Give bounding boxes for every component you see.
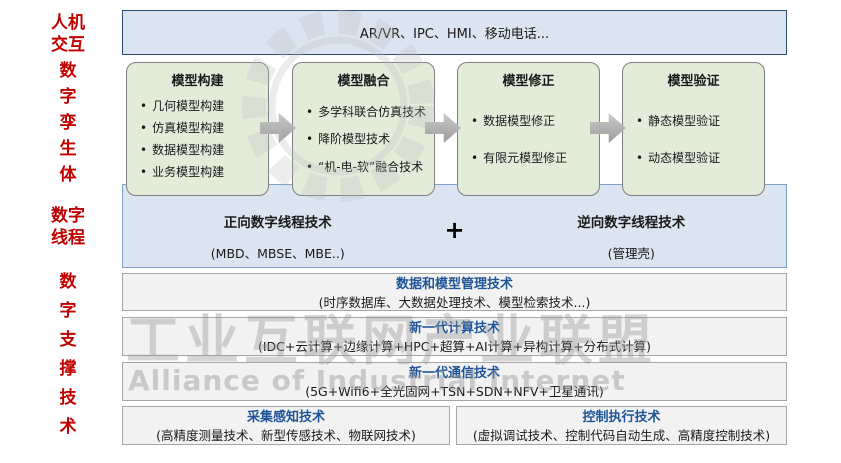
interaction-layer-bar: AR/VR、IPC、HMI、移动电话... bbox=[122, 10, 787, 55]
model-box-verification: 模型验证 静态模型验证 动态模型验证 bbox=[622, 62, 765, 196]
bar-title: 控制执行技术 bbox=[582, 410, 661, 425]
model-box-construction: 模型构建 几何模型构建 仿真模型构建 数据模型构建 业务模型构建 bbox=[126, 62, 269, 196]
bar-sub: (高精度测量技术、新型传感技术、物联网技术) bbox=[156, 428, 416, 443]
model-item-text: 几何模型构建 bbox=[152, 99, 225, 114]
reverse-thread-sub: (管理壳) bbox=[607, 246, 655, 261]
side-label-digital-thread: 数字 线程 bbox=[51, 206, 85, 248]
forward-thread-title: 正向数字线程技术 bbox=[223, 215, 332, 231]
model-item: 数据模型构建 bbox=[140, 143, 262, 157]
box-control-tech: 控制执行技术 (虚拟调试技术、控制代码自动生成、高精度控制技术) bbox=[456, 406, 787, 445]
model-item-text: 仿真模型构建 bbox=[152, 121, 225, 136]
bar-sub: (IDC+云计算+边缘计算+HPC+超算+AI计算+异构计算+分布式计算) bbox=[257, 339, 651, 354]
model-box-items: 几何模型构建 仿真模型构建 数据模型构建 业务模型构建 bbox=[132, 89, 263, 189]
bar-computing-tech: 新一代计算技术 (IDC+云计算+边缘计算+HPC+超算+AI计算+异构计算+分… bbox=[122, 317, 787, 356]
reverse-thread-column: 逆向数字线程技术 (管理壳) bbox=[477, 215, 787, 267]
model-box-title: 模型融合 bbox=[337, 74, 390, 89]
model-item-text: 有限元模型修正 bbox=[483, 150, 568, 165]
bar-sub: (时序数据库、大数据处理技术、模型检索技术...) bbox=[318, 295, 591, 310]
model-item-text: 降阶模型技术 bbox=[318, 132, 391, 147]
model-item: 多学科联合仿真技术 bbox=[306, 105, 428, 119]
plus-sign: + bbox=[444, 216, 465, 244]
bar-communication-tech: 新一代通信技术 (5G+Wifi6+全光固网+TSN+SDN+NFV+卫星通讯) bbox=[122, 362, 787, 401]
model-box-title: 模型修正 bbox=[502, 74, 555, 89]
model-item: 几何模型构建 bbox=[140, 99, 262, 113]
model-item-text: 数据模型修正 bbox=[483, 114, 556, 129]
model-box-items: 多学科联合仿真技术 降阶模型技术 “机-电-软”融合技术 bbox=[298, 89, 429, 189]
model-box-fusion: 模型融合 多学科联合仿真技术 降阶模型技术 “机-电-软”融合技术 bbox=[292, 62, 435, 196]
side-label-digital-twin-body: 数 字 孪 生 体 bbox=[59, 61, 77, 185]
forward-thread-column: 正向数字线程技术 (MBD、MBSE、MBE..) bbox=[123, 215, 433, 267]
bar-title: 数据和模型管理技术 bbox=[395, 277, 513, 292]
model-item-text: “机-电-软”融合技术 bbox=[318, 159, 424, 174]
model-box-items: 数据模型修正 有限元模型修正 bbox=[463, 89, 594, 189]
model-item: “机-电-软”融合技术 bbox=[306, 160, 428, 174]
model-item-text: 数据模型构建 bbox=[152, 143, 225, 158]
model-item: 仿真模型构建 bbox=[140, 121, 262, 135]
side-label-human-machine-interaction: 人机 交互 bbox=[51, 13, 85, 55]
bar-title: 采集感知技术 bbox=[246, 410, 325, 425]
bar-data-model-management: 数据和模型管理技术 (时序数据库、大数据处理技术、模型检索技术...) bbox=[122, 273, 787, 311]
digital-thread-panel: 正向数字线程技术 (MBD、MBSE、MBE..) + 逆向数字线程技术 (管理… bbox=[122, 184, 787, 268]
reverse-thread-title: 逆向数字线程技术 bbox=[577, 215, 686, 231]
side-label-digital-support-tech: 数 字 支 撑 技 术 bbox=[59, 272, 77, 437]
model-item-text: 多学科联合仿真技术 bbox=[318, 104, 427, 119]
model-item: 业务模型构建 bbox=[140, 165, 262, 179]
bar-title: 新一代通信技术 bbox=[408, 366, 500, 381]
model-item-text: 静态模型验证 bbox=[648, 114, 721, 129]
model-item: 数据模型修正 bbox=[471, 114, 593, 128]
model-box-title: 模型验证 bbox=[667, 74, 720, 89]
forward-thread-sub: (MBD、MBSE、MBE..) bbox=[210, 246, 345, 261]
interaction-layer-text: AR/VR、IPC、HMI、移动电话... bbox=[359, 27, 550, 42]
model-item: 动态模型验证 bbox=[636, 151, 758, 165]
model-item-text: 动态模型验证 bbox=[648, 150, 721, 165]
model-box-items: 静态模型验证 动态模型验证 bbox=[628, 89, 759, 189]
model-box-correction: 模型修正 数据模型修正 有限元模型修正 bbox=[457, 62, 600, 196]
bar-title: 新一代计算技术 bbox=[408, 321, 500, 336]
box-sensing-tech: 采集感知技术 (高精度测量技术、新型传感技术、物联网技术) bbox=[122, 406, 450, 445]
bar-sub: (5G+Wifi6+全光固网+TSN+SDN+NFV+卫星通讯) bbox=[305, 384, 604, 399]
bar-sub: (虚拟调试技术、控制代码自动生成、高精度控制技术) bbox=[472, 428, 771, 443]
model-box-title: 模型构建 bbox=[171, 74, 224, 89]
model-item: 有限元模型修正 bbox=[471, 151, 593, 165]
model-item-text: 业务模型构建 bbox=[152, 165, 225, 180]
model-item: 静态模型验证 bbox=[636, 114, 758, 128]
model-item: 降阶模型技术 bbox=[306, 132, 428, 146]
